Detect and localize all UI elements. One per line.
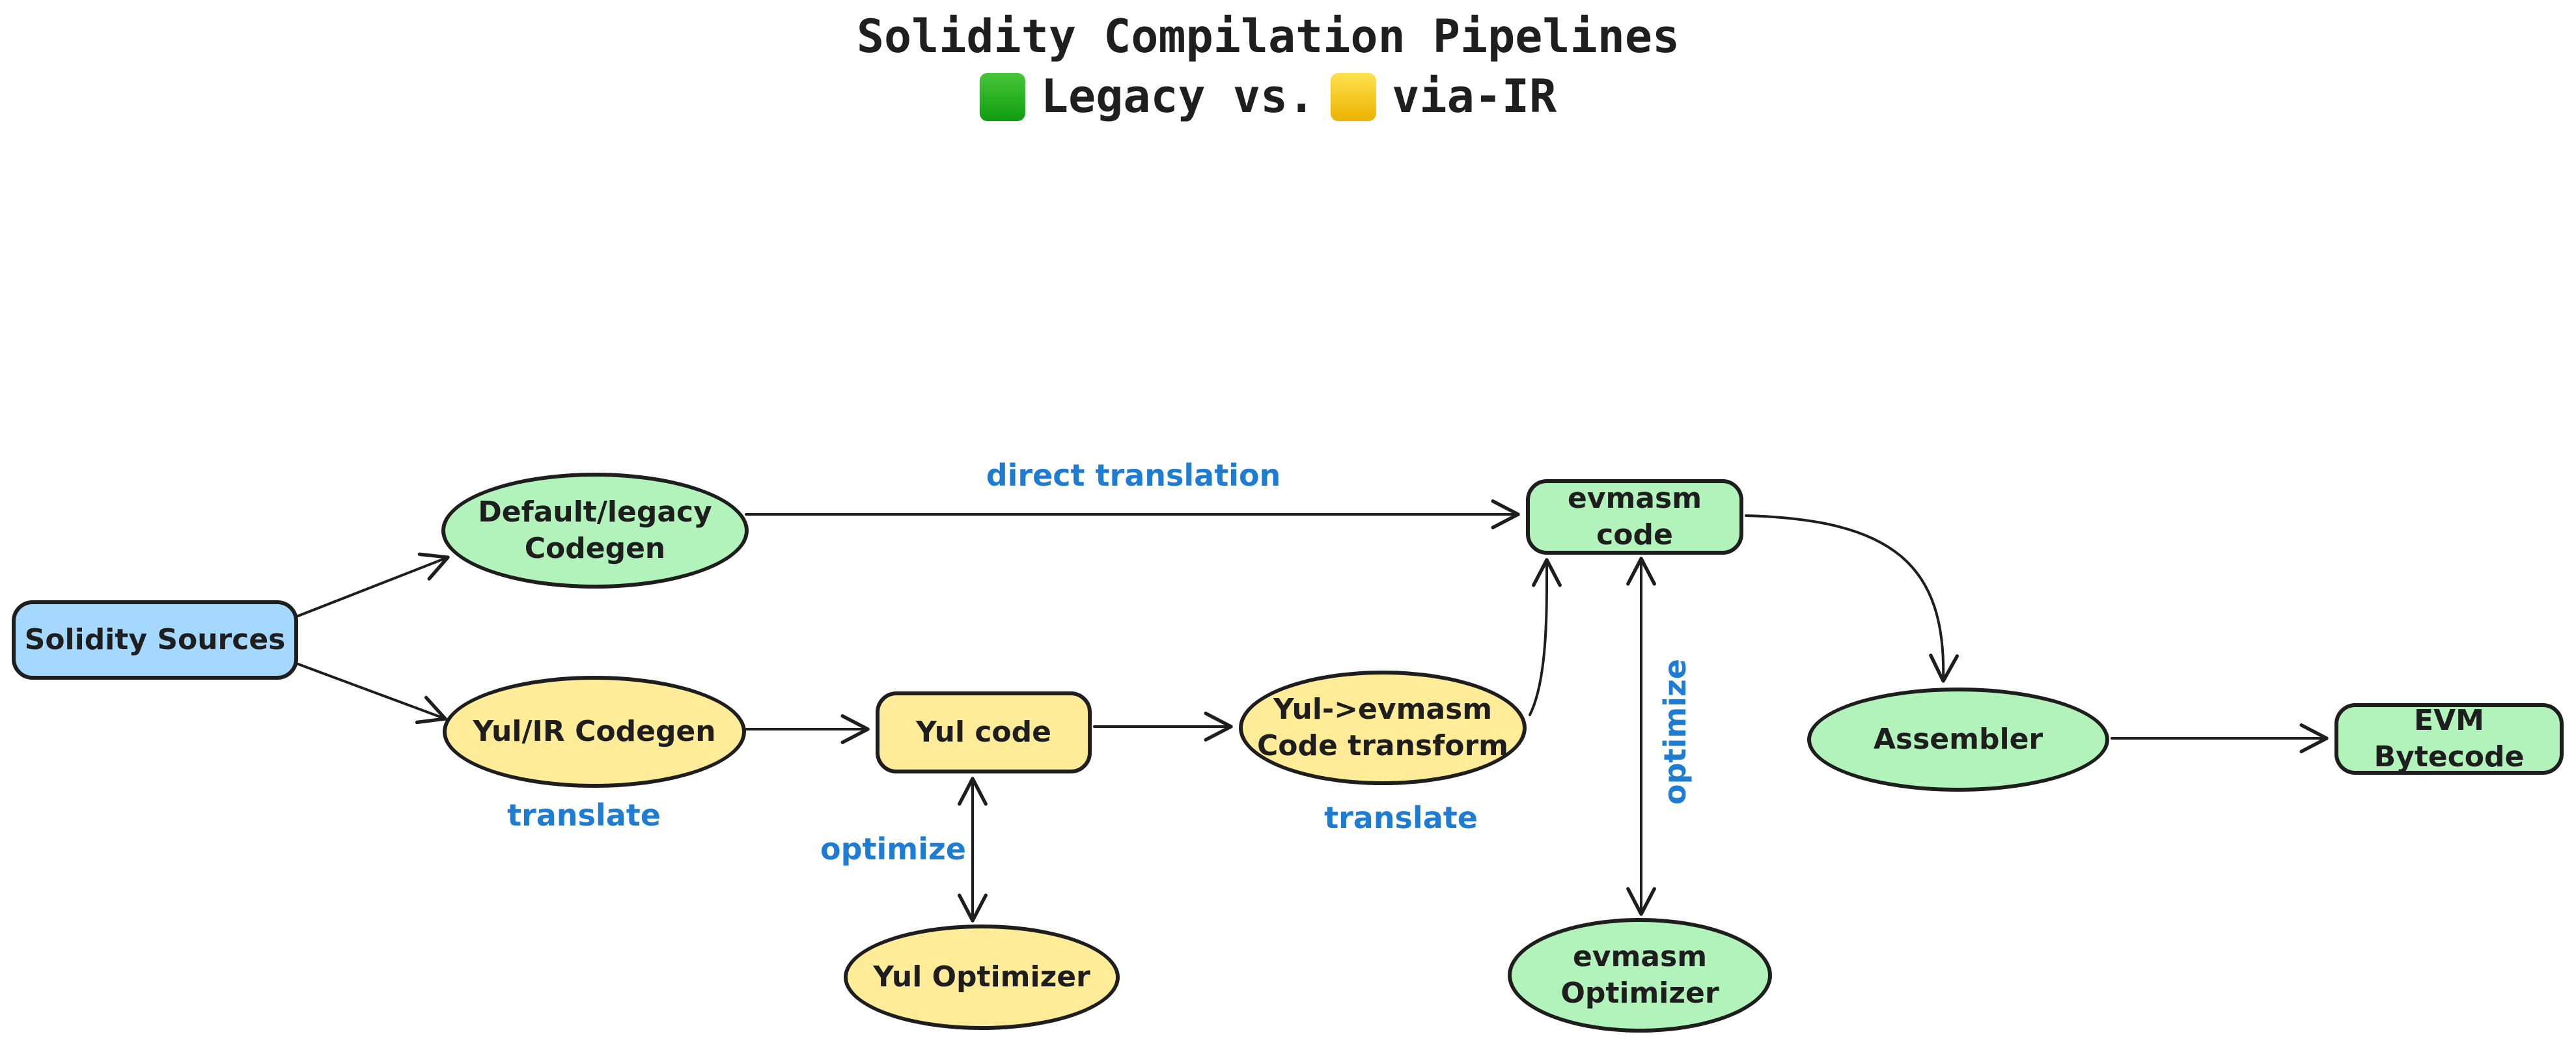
edge-label-direct-translation: direct translation xyxy=(986,458,1281,493)
node-yul-ir-codegen: Yul/IR Codegen xyxy=(443,676,746,788)
legend-left-label: Legacy vs. xyxy=(1040,70,1316,123)
legend-yellow-square-icon xyxy=(1331,72,1377,121)
edge-label-translate-evmasm: translate xyxy=(1324,800,1478,835)
edge-sources-to-legacy-codegen xyxy=(297,552,450,617)
node-label: evmasm code xyxy=(1567,481,1702,551)
node-label: Yul code xyxy=(915,715,1052,749)
node-yul-evmasm-transform: Yul->evmasm Code transform xyxy=(1239,671,1527,785)
node-evmasm-code: evmasm code xyxy=(1526,479,1743,555)
node-label: Default/legacy Codegen xyxy=(478,495,712,565)
title-block: Solidity Compilation Pipelines Legacy vs… xyxy=(857,9,1680,122)
node-yul-code: Yul code xyxy=(876,691,1092,773)
edge-transform-to-evmasm xyxy=(1529,558,1562,716)
edge-label-translate-yul: translate xyxy=(507,798,661,833)
node-label: EVM Bytecode xyxy=(2374,703,2525,773)
node-yul-optimizer: Yul Optimizer xyxy=(844,925,1120,1030)
node-default-legacy-codegen: Default/legacy Codegen xyxy=(441,473,749,589)
node-label: Solidity Sources xyxy=(24,622,286,656)
diagram-title: Solidity Compilation Pipelines xyxy=(856,10,1680,63)
edge-sources-to-yul-codegen xyxy=(297,663,447,725)
legend: Legacy vs. via-IR xyxy=(857,72,1680,122)
edge-evmasm-to-assembler xyxy=(1745,514,1960,683)
node-assembler: Assembler xyxy=(1807,688,2109,792)
node-label: Yul Optimizer xyxy=(873,960,1090,994)
edge-label-optimize-yul: optimize xyxy=(820,831,966,867)
node-evm-bytecode: EVM Bytecode xyxy=(2334,703,2564,775)
node-evmasm-optimizer: evmasm Optimizer xyxy=(1508,918,1772,1033)
node-label: Yul/IR Codegen xyxy=(473,714,716,748)
node-label: Assembler xyxy=(1873,722,2043,756)
edge-label-optimize-evmasm: optimize xyxy=(1657,659,1693,805)
legend-right-label: via-IR xyxy=(1392,70,1557,123)
node-label: evmasm Optimizer xyxy=(1560,939,1719,1010)
legend-green-square-icon xyxy=(979,72,1025,121)
node-label: Yul->evmasm Code transform xyxy=(1256,692,1509,762)
node-solidity-sources: Solidity Sources xyxy=(12,600,298,680)
